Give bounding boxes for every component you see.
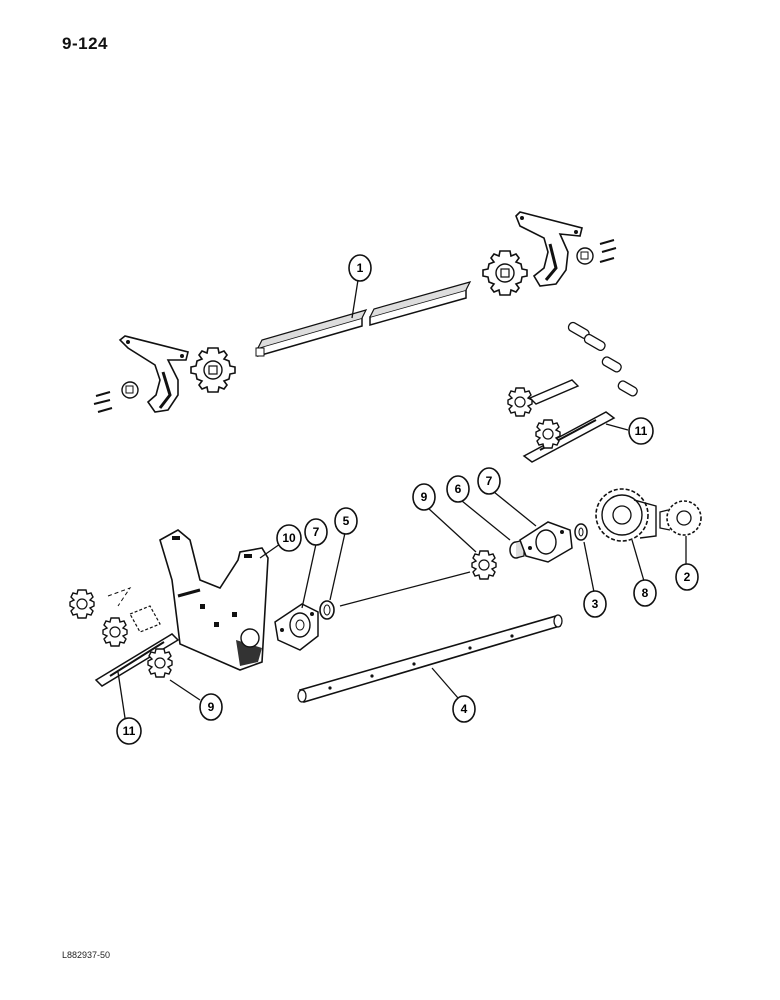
- left-washer-part-5: [319, 600, 335, 620]
- assembly-guide-line: [107, 587, 132, 607]
- square-shaft-part-1: [255, 281, 472, 357]
- left-small-sprocket: [69, 589, 95, 619]
- callout-label-8: 8: [642, 586, 649, 600]
- left-upper-sprocket: [190, 347, 236, 393]
- main-shaft-part-4: [297, 614, 563, 703]
- right-idler-tensioner: [507, 379, 616, 463]
- upper-shaft-assembly: [93, 211, 638, 463]
- callout-4: 4: [431, 667, 476, 723]
- callout-11-right: 11: [605, 417, 654, 445]
- callout-9-right: 9: [412, 483, 477, 553]
- callout-label-11-right: 11: [635, 424, 648, 438]
- lower-drive-sprocket-9: [147, 648, 173, 678]
- callout-label-6: 6: [455, 482, 462, 496]
- callout-label-10: 10: [282, 531, 296, 545]
- page-number: 9-124: [62, 34, 108, 53]
- callout-1: 1: [348, 254, 372, 319]
- left-idler-tensioner: [94, 605, 180, 687]
- right-hanger-bracket: [515, 211, 583, 287]
- shaft-center-line: [339, 571, 471, 607]
- callout-10: 10: [259, 524, 302, 559]
- left-hanger-bracket: [118, 335, 189, 413]
- right-washer-and-keys: [576, 239, 617, 265]
- callout-3: 3: [583, 541, 607, 618]
- callout-label-7-left: 7: [313, 525, 320, 539]
- callout-7-left: 7: [301, 518, 328, 609]
- callout-label-5: 5: [343, 514, 350, 528]
- figure-code: L882937-50: [62, 950, 111, 960]
- chain-links: [567, 321, 638, 397]
- callout-7-right: 7: [477, 467, 537, 527]
- callout-11-left: 11: [116, 671, 142, 745]
- callout-label-9-left: 9: [208, 700, 215, 714]
- right-washer-part-3: [574, 523, 588, 541]
- callout-6: 6: [446, 475, 511, 541]
- left-bearing-flange-part-7: [274, 603, 319, 651]
- callout-label-3: 3: [592, 597, 599, 611]
- callout-label-9-right: 9: [421, 490, 428, 504]
- callout-8: 8: [631, 539, 657, 607]
- lower-shaft-assembly: [69, 488, 702, 703]
- right-bearing-flange-part-7: [519, 521, 573, 563]
- large-gear-part-8: [595, 488, 657, 542]
- callout-5: 5: [329, 507, 358, 601]
- callout-label-7-right: 7: [486, 474, 493, 488]
- callout-label-4: 4: [461, 702, 468, 716]
- pivot-pin: [177, 588, 201, 598]
- right-upper-sprocket: [482, 250, 528, 296]
- callout-9-left: 9: [169, 679, 223, 721]
- callout-label-1: 1: [357, 261, 364, 275]
- small-gear-part-2: [659, 500, 702, 536]
- callout-label-11-left: 11: [123, 724, 136, 738]
- callout-2: 2: [675, 536, 699, 591]
- side-plate-part-10: [159, 529, 269, 671]
- right-drive-sprocket-9: [471, 550, 497, 580]
- callout-label-2: 2: [684, 570, 691, 584]
- left-washer-and-keys: [93, 381, 139, 413]
